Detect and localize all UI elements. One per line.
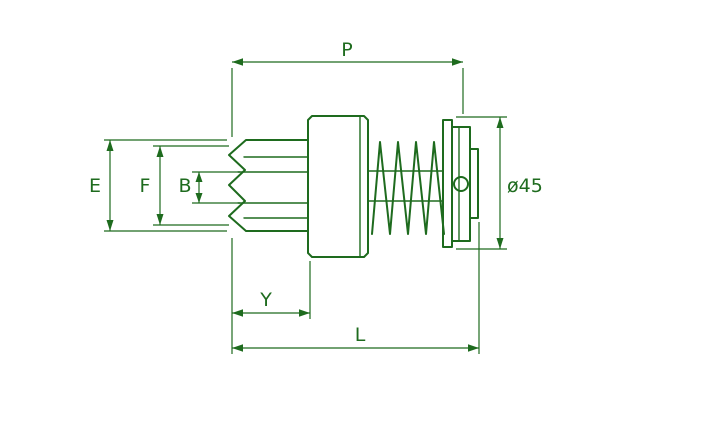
dim-p-arrow-left	[232, 58, 243, 66]
starter-drive-part	[228, 115, 479, 258]
dim-dia-arrow-top	[496, 117, 504, 128]
dim-l-arrow-right	[468, 344, 479, 352]
dim-f-arrow-top	[156, 146, 164, 157]
dim-y-arrow-left	[232, 309, 243, 317]
dim-l-arrow-left	[232, 344, 243, 352]
dim-l-label: L	[355, 324, 366, 346]
drive-spring	[371, 141, 445, 235]
dim-y-label: Y	[259, 289, 272, 311]
dim-p-label: P	[341, 39, 352, 61]
dimension-b: B	[178, 171, 240, 204]
clutch-housing	[307, 115, 369, 258]
dim-p-arrow-right	[452, 58, 463, 66]
dim-dia-label: ø45	[507, 175, 543, 197]
collar-washer	[442, 119, 453, 248]
dim-b-arrow-bottom	[195, 193, 203, 203]
dim-b-arrow-top	[195, 172, 203, 182]
pinion-gear-outline	[228, 139, 309, 232]
collar-hub	[469, 148, 479, 219]
dim-f-arrow-bottom	[156, 214, 164, 225]
dim-e-arrow-top	[106, 140, 114, 151]
retainer-ball	[453, 176, 469, 192]
dimension-l: L	[231, 222, 480, 354]
dimension-f: F	[140, 145, 229, 226]
dim-f-label: F	[140, 175, 151, 197]
dimension-p: P	[231, 39, 464, 137]
dim-e-label: E	[89, 175, 101, 197]
dim-y-arrow-right	[299, 309, 310, 317]
dim-e-arrow-bottom	[106, 220, 114, 231]
dimension-y: Y	[232, 261, 311, 319]
dim-b-label: B	[178, 175, 191, 197]
dimension-diameter: ø45	[456, 116, 543, 250]
dimension-e: E	[89, 139, 227, 232]
dim-dia-arrow-bottom	[496, 238, 504, 249]
